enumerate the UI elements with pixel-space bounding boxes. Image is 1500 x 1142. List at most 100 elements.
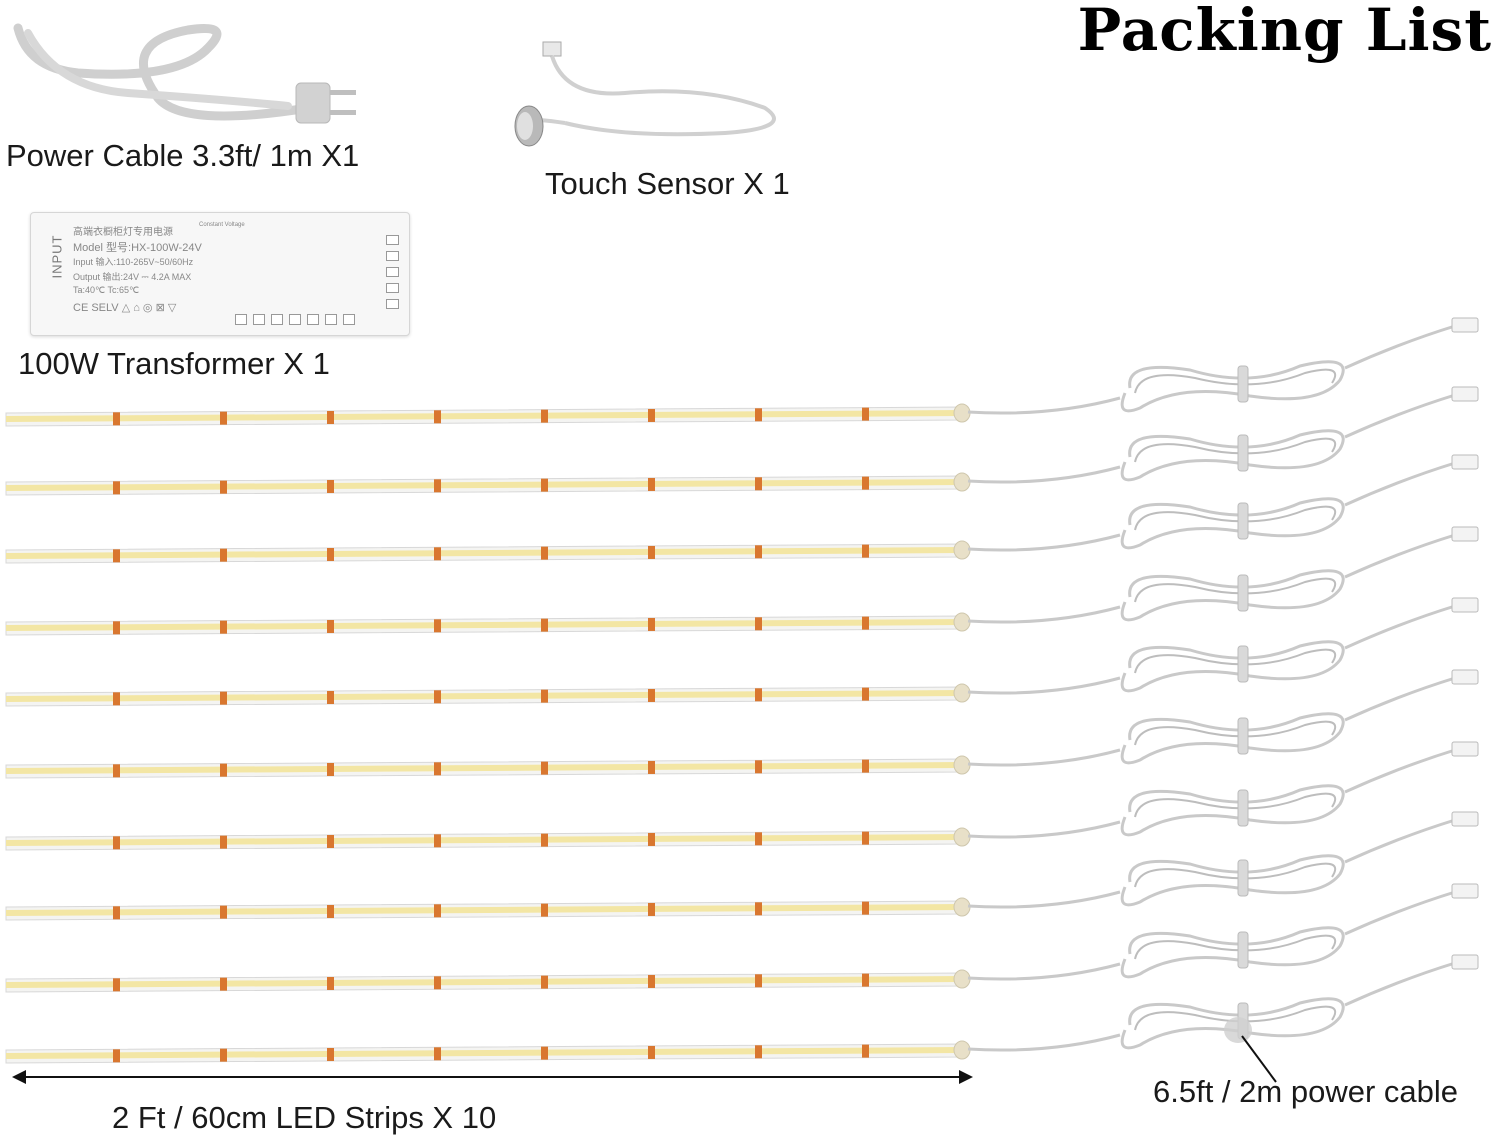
solder-pad [434, 976, 441, 990]
strip-end-cap [953, 403, 971, 423]
solder-pad [327, 410, 334, 424]
strip-end-cap [953, 897, 971, 917]
solder-pad [434, 479, 441, 493]
strip-cable [967, 890, 1121, 909]
led-strip-light [6, 410, 962, 422]
cable-tail [1344, 676, 1456, 722]
strip-end-cap [953, 683, 971, 703]
solder-pad [755, 688, 762, 702]
solder-pad [755, 760, 762, 774]
led-strip-light [6, 619, 962, 631]
solder-pad [755, 545, 762, 559]
cable-tie [1237, 502, 1249, 540]
cable-tie [1237, 434, 1249, 472]
power-cable-2m-label: 6.5ft / 2m power cable [1153, 1074, 1458, 1109]
strip-end-cap [953, 1040, 971, 1060]
solder-pad [541, 618, 548, 632]
led-strips-label: 2 Ft / 60cm LED Strips X 10 [112, 1100, 497, 1135]
led-strip-light [6, 834, 962, 846]
transformer-image: INPUT 高端衣橱柜灯专用电源 Constant Voltage Model … [30, 212, 410, 336]
solder-pad [755, 1045, 762, 1059]
solder-pad [434, 547, 441, 561]
solder-pad [434, 690, 441, 704]
solder-pad [862, 901, 869, 915]
coiled-cable-inner [1134, 648, 1337, 674]
led-strip-light [6, 547, 962, 559]
solder-pad [434, 410, 441, 424]
solder-pad [220, 548, 227, 562]
coiled-cable [1120, 360, 1345, 413]
transformer-temp: Ta:40℃ Tc:65℃ [73, 285, 140, 295]
solder-pad [541, 761, 548, 775]
solder-pad [434, 834, 441, 848]
coiled-cable-inner [1134, 720, 1337, 746]
strip-cable [967, 533, 1121, 552]
coiled-cable [1120, 569, 1345, 622]
solder-pad [541, 546, 548, 560]
cable-connector [1451, 669, 1479, 685]
solder-pad [862, 831, 869, 845]
solder-pad [541, 409, 548, 423]
strip-end-cap [953, 969, 971, 989]
strip-cable [967, 820, 1121, 839]
cable-tail [1344, 461, 1456, 507]
solder-pad [648, 617, 655, 631]
solder-pad [113, 836, 120, 850]
solder-pad [113, 906, 120, 920]
cable-connector [1451, 811, 1479, 827]
solder-pad [327, 619, 334, 633]
solder-pad [220, 905, 227, 919]
transformer-certs: CE SELV △ ⌂ ◎ ⊠ ▽ [73, 302, 177, 314]
dimension-arrow [12, 1070, 973, 1084]
solder-pad [862, 1044, 869, 1058]
solder-pad [755, 902, 762, 916]
cable-tie [1237, 717, 1249, 755]
cable-tail [1344, 393, 1456, 439]
solder-pad [862, 407, 869, 421]
solder-pad [434, 904, 441, 918]
coiled-cable [1120, 640, 1345, 693]
solder-pad [220, 763, 227, 777]
cable-connector [1451, 954, 1479, 970]
solder-pad [113, 481, 120, 495]
strip-cable [967, 676, 1121, 695]
led-strip-light [6, 904, 962, 916]
solder-pad [541, 689, 548, 703]
solder-pad [113, 412, 120, 426]
led-strip-light [6, 690, 962, 702]
solder-pad [541, 833, 548, 847]
cable-tail [1344, 818, 1456, 864]
coiled-cable-inner [1134, 505, 1337, 531]
strip-cable [967, 962, 1121, 981]
solder-pad [862, 544, 869, 558]
solder-pad [862, 687, 869, 701]
strip-end-cap [953, 755, 971, 775]
solder-pad [862, 476, 869, 490]
transformer-header-small: Constant Voltage [199, 222, 245, 228]
coiled-cable [1120, 926, 1345, 979]
touch-sensor-label: Touch Sensor X 1 [545, 166, 790, 201]
coiled-cable-inner [1134, 862, 1337, 888]
cable-tie [1237, 859, 1249, 897]
solder-pad [327, 904, 334, 918]
cable-tie [1237, 931, 1249, 969]
cable-tail [1344, 533, 1456, 579]
coiled-cable [1120, 429, 1345, 482]
solder-pad [648, 832, 655, 846]
solder-pad [648, 545, 655, 559]
solder-pad [541, 478, 548, 492]
coiled-cable [1120, 997, 1345, 1050]
solder-pad [113, 764, 120, 778]
strip-end-cap [953, 472, 971, 492]
solder-pad [327, 690, 334, 704]
solder-pad [755, 832, 762, 846]
power-cable-label: Power Cable 3.3ft/ 1m X1 [6, 138, 360, 173]
solder-pad [220, 835, 227, 849]
solder-pad [434, 619, 441, 633]
coiled-cable-inner [1134, 437, 1337, 463]
solder-pad [755, 408, 762, 422]
cable-tail [1344, 748, 1456, 794]
solder-pad [113, 621, 120, 635]
cable-connector [1451, 317, 1479, 333]
